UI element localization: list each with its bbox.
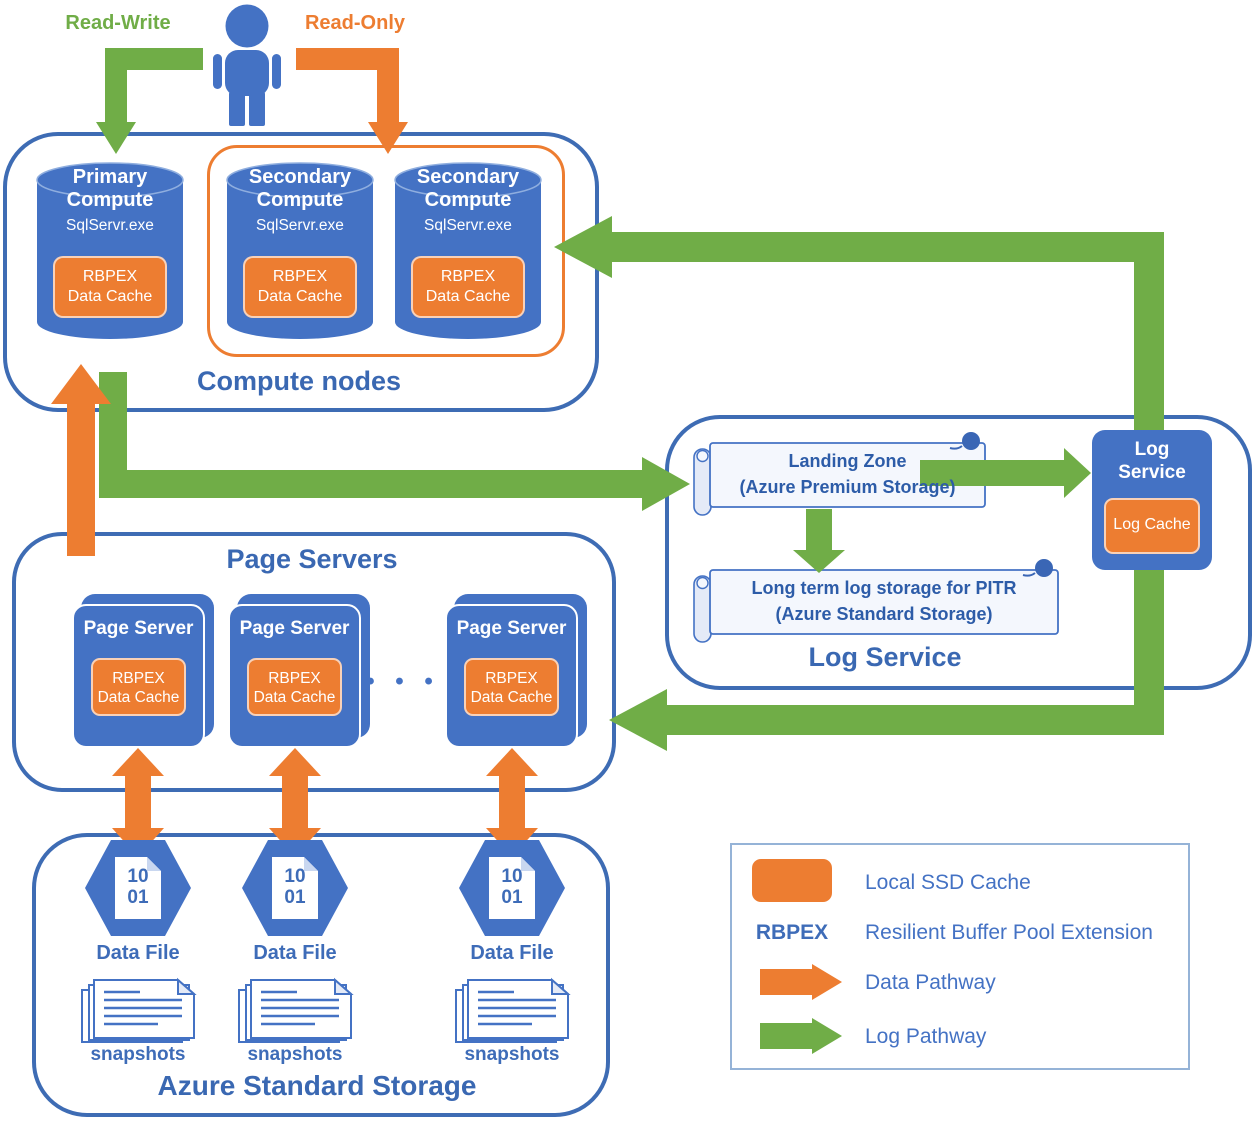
page-server-label: Page Server xyxy=(456,618,567,639)
long-term-log-storage-label: Long term log storage for PITR (Azure St… xyxy=(751,578,1017,624)
secondary-2-rbpex-cache: RBPEX Data Cache xyxy=(411,256,525,318)
snapshots-icon-3 xyxy=(455,977,571,1043)
user-icon xyxy=(213,4,281,126)
legend-log-pathway-label: Log Pathway xyxy=(865,1025,987,1048)
compute-nodes-title: Compute nodes xyxy=(196,366,401,396)
snapshots-label-3: snapshots xyxy=(464,1044,560,1065)
page-server-1-rbpex-cache: RBPEX Data Cache xyxy=(91,658,186,716)
read-write-arrow xyxy=(96,48,203,154)
log-service-title: Log Service xyxy=(808,642,962,672)
log-pathway-landing-to-longterm-arrow xyxy=(793,509,845,573)
data-file-hexagon-icon-2 xyxy=(242,840,348,936)
secondary-1-rbpex-cache: RBPEX Data Cache xyxy=(243,256,357,318)
more-page-servers-ellipsis: • • • xyxy=(366,668,440,695)
log-cache-box: Log Cache xyxy=(1104,498,1200,554)
data-file-label-1: Data File xyxy=(96,942,180,964)
data-file-hexagon-icon-3 xyxy=(459,840,565,936)
azure-standard-storage-title: Azure Standard Storage xyxy=(157,1070,477,1101)
data-file-hexagon-icon-1 xyxy=(85,840,191,936)
data-pathway-up-arrow xyxy=(51,364,111,556)
primary-compute-label: Primary Compute SqlServr.exe xyxy=(66,166,154,234)
landing-zone-scroll xyxy=(693,432,986,516)
primary-rbpex-cache: RBPEX Data Cache xyxy=(53,256,167,318)
legend-ssd-label: Local SSD Cache xyxy=(865,871,1031,894)
page-servers-title: Page Servers xyxy=(226,544,398,574)
snapshots-label-1: snapshots xyxy=(90,1044,186,1065)
legend-rbpex-full: Resilient Buffer Pool Extension xyxy=(865,921,1153,944)
local-ssd-cache-swatch-icon xyxy=(752,859,832,902)
snapshots-label-2: snapshots xyxy=(247,1044,343,1065)
page-server-3-rbpex-cache: RBPEX Data Cache xyxy=(464,658,559,716)
data-file-label-3: Data File xyxy=(470,942,554,964)
legend-data-pathway-arrow xyxy=(760,964,842,1000)
secondary-compute-2-label: Secondary Compute SqlServr.exe xyxy=(416,166,520,234)
azure-standard-storage-container xyxy=(32,833,610,1117)
read-write-label: Read-Write xyxy=(65,12,171,34)
compute-nodes-container xyxy=(3,132,599,412)
legend-data-pathway-label: Data Pathway xyxy=(865,971,996,994)
data-file-digits-2: 10 01 xyxy=(284,866,306,908)
legend-rbpex-abbr: RBPEX xyxy=(755,921,829,944)
data-file-label-2: Data File xyxy=(253,942,337,964)
snapshots-icon-1 xyxy=(81,977,197,1043)
read-only-arrow xyxy=(296,48,408,154)
snapshots-icon-2 xyxy=(238,977,354,1043)
page-server-label: Page Server xyxy=(83,618,194,639)
landing-zone-label: Landing Zone (Azure Premium Storage) xyxy=(739,451,956,497)
log-pathway-landing-to-service-arrow xyxy=(920,448,1091,498)
data-file-digits-1: 10 01 xyxy=(127,866,149,908)
secondary-compute-1-label: Secondary Compute SqlServr.exe xyxy=(248,166,352,234)
data-file-digits-3: 10 01 xyxy=(501,866,523,908)
long-term-log-storage-scroll xyxy=(693,559,1059,643)
page-servers-container xyxy=(12,532,616,792)
page-server-2-rbpex-cache: RBPEX Data Cache xyxy=(247,658,342,716)
read-only-label: Read-Only xyxy=(304,12,406,34)
log-pathway-compute-to-landing-arrow xyxy=(99,372,690,511)
log-service-container xyxy=(665,415,1252,690)
page-server-label: Page Server xyxy=(239,618,350,639)
legend-log-pathway-arrow xyxy=(760,1018,842,1054)
